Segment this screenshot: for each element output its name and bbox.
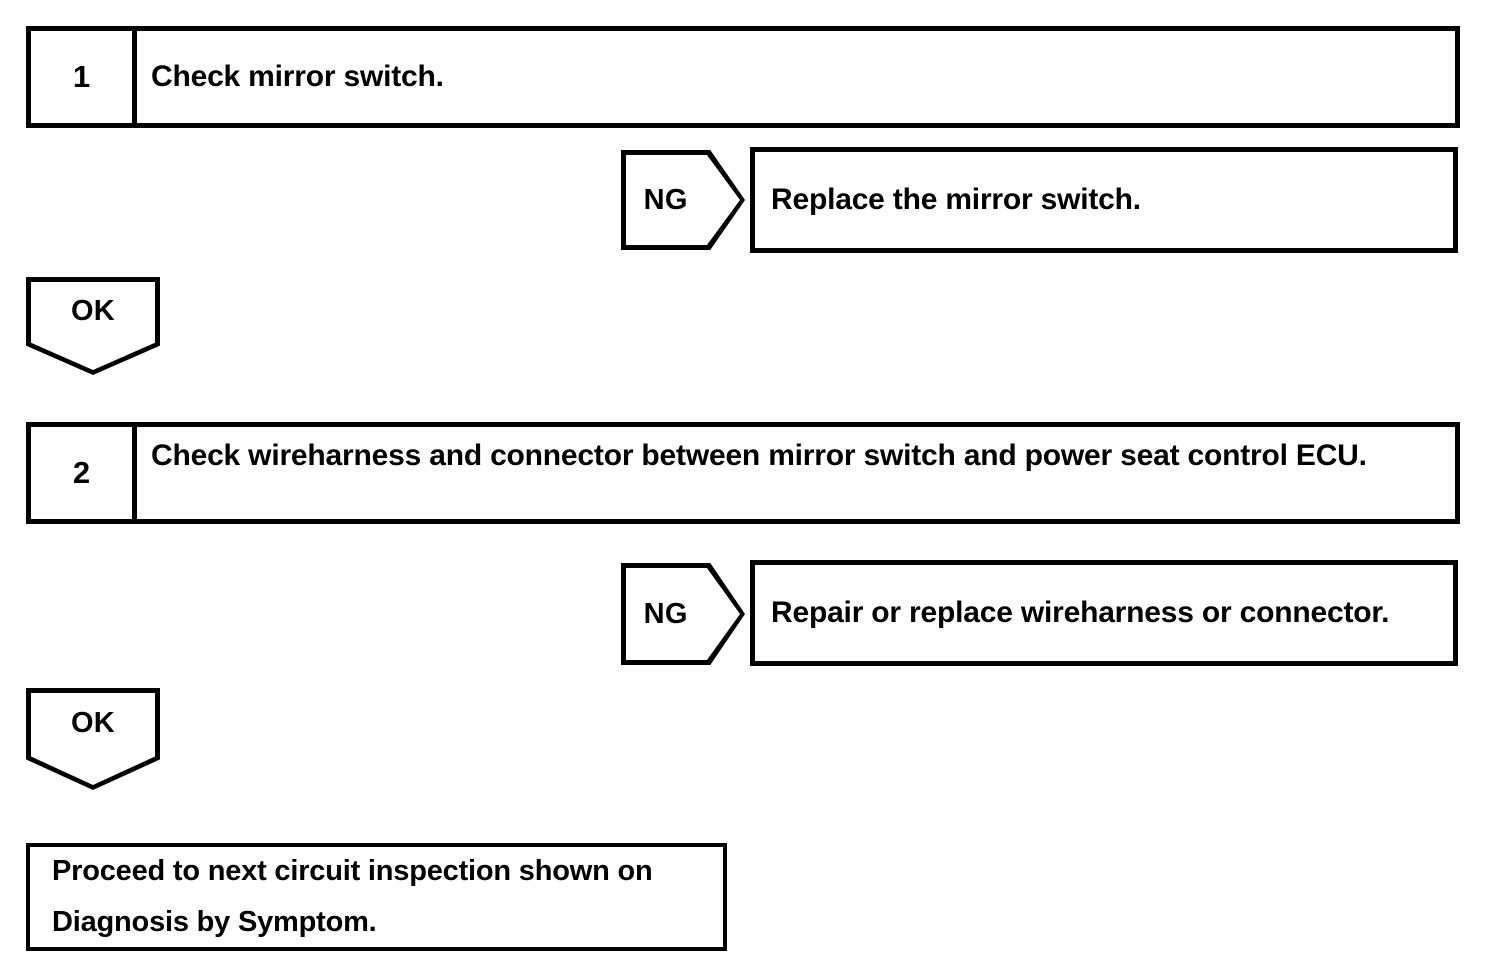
step-1-ng-label: NG	[643, 183, 688, 216]
terminal-box: Proceed to next circuit inspection shown…	[26, 843, 727, 951]
step-2-number: 2	[31, 427, 137, 519]
step-2-ok-label: OK	[71, 707, 115, 740]
step-1-instruction: Check mirror switch.	[151, 59, 444, 93]
step-2-ng-action-box: Repair or replace wireharness or connect…	[750, 560, 1458, 666]
step-2-ng-label: NG	[643, 597, 688, 630]
step-1-number: 1	[31, 31, 137, 123]
terminal-line-2: Diagnosis by Symptom.	[52, 906, 377, 938]
step-1-ng-action-box: Replace the mirror switch.	[750, 147, 1458, 253]
step-1-box: 1 Check mirror switch.	[26, 26, 1460, 128]
step-1-ok-label: OK	[71, 294, 115, 327]
step-2-box: 2 Check wireharness and connector betwee…	[26, 422, 1460, 524]
step-2-ok-arrow: OK	[26, 688, 160, 790]
step-2-ng-arrow: NG	[621, 563, 745, 665]
step-1-ng-arrow: NG	[621, 150, 745, 250]
terminal-line-1: Proceed to next circuit inspection shown…	[52, 855, 653, 887]
step-2-instruction: Check wireharness and connector between …	[151, 439, 1367, 472]
step-1-ok-arrow: OK	[26, 277, 160, 375]
